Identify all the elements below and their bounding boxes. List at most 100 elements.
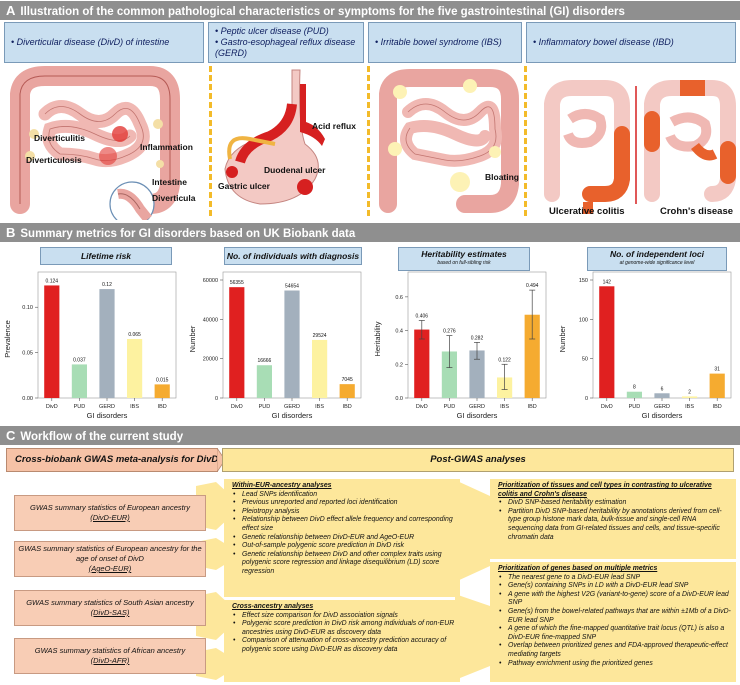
x-tick-label: DivD	[231, 404, 243, 410]
tissue-prioritization: Prioritization of tissues and cell types…	[490, 479, 736, 559]
disorder-box-divd: • Diverticular disease (DivD) of intesti…	[4, 22, 204, 63]
chart-lifetime-risk: 0.000.050.100.124DivD0.037PUD0.12GERD0.0…	[3, 271, 177, 420]
y-axis-label: Heritability	[373, 321, 382, 356]
gi-illustrations	[9, 66, 736, 220]
gwas-text: GWAS summary statistics of African ances…	[34, 646, 186, 655]
data-label: 0.494	[526, 283, 539, 289]
gwas-tag: (DivD-EUR)	[90, 513, 130, 522]
y-tick-label: 0.6	[395, 295, 403, 301]
y-tick-label: 0.00	[22, 396, 33, 402]
y-axis-label: Prevalence	[3, 320, 12, 358]
analysis-list: Lead SNPs identificationPrevious unrepor…	[232, 491, 455, 577]
x-tick-label: IBD	[528, 404, 537, 410]
analysis-item: Overlap between prioritized genes and FD…	[498, 642, 731, 659]
analysis-item: Lead SNPs identification	[232, 491, 455, 500]
section-title: Workflow of the current study	[20, 431, 184, 443]
gwas-tag: (DivD-AFR)	[90, 656, 130, 665]
metric-header-lifetime-risk: Lifetime risk	[40, 247, 172, 265]
gwas-text: GWAS summary statistics of South Asian a…	[26, 598, 194, 607]
data-label: 142	[603, 279, 612, 285]
divd-colon-illustration	[9, 66, 180, 220]
y-tick-label: 150	[579, 278, 588, 284]
x-tick-label: IBD	[343, 404, 352, 410]
gwas-box-ageo-eur: GWAS summary statistics of European ance…	[14, 541, 206, 577]
metric-header-individuals: No. of individuals with diagnosis	[224, 247, 362, 265]
data-label: 2	[688, 389, 691, 395]
label-inflammation: Inflammation	[140, 142, 193, 152]
data-label: 0.015	[156, 377, 169, 383]
analysis-item: Out-of-sample polygenic score prediction…	[232, 542, 455, 551]
analysis-item: A gene of which the fine-mapped quantita…	[498, 625, 731, 642]
gwas-tag: (DivD-SAS)	[90, 608, 130, 617]
gwas-tag: (AgeO-EUR)	[88, 564, 132, 573]
stomach-illustration	[224, 69, 325, 205]
gwas-box-divd-eur: GWAS summary statistics of European ance…	[14, 495, 206, 531]
x-tick-label: PUD	[629, 404, 641, 410]
disorder-line: • Gastro-esophageal reflux disease	[215, 37, 356, 47]
data-label: 8	[633, 385, 636, 391]
divider	[209, 66, 212, 216]
x-tick-label: PUD	[74, 404, 86, 410]
x-tick-label: DivD	[416, 404, 428, 410]
x-tick-label: IBS	[500, 404, 509, 410]
divider	[367, 66, 370, 216]
metric-title: No. of individuals with diagnosis	[226, 251, 360, 261]
analysis-item: Effect size comparison for DivD associat…	[232, 612, 455, 621]
bar	[312, 339, 328, 398]
label-diverticulosis: Diverticulosis	[26, 155, 82, 165]
crohns-illustration	[644, 80, 736, 202]
metric-title: Lifetime risk	[80, 251, 132, 261]
disorder-box-ibd: • Inflammatory bowel disease (IBD)	[526, 22, 736, 63]
analysis-heading: Prioritization of genes based on multipl…	[498, 565, 658, 572]
disorder-box-ibs: • Irritable bowel syndrome (IBS)	[368, 22, 522, 63]
within-eur-analyses: Within-EUR-ancestry analyses Lead SNPs i…	[224, 479, 460, 597]
y-tick-label: 0.0	[395, 396, 403, 402]
analysis-item: Genetic relationship between DivD-EUR an…	[232, 534, 455, 543]
bar	[44, 285, 60, 398]
x-tick-label: IBS	[685, 404, 694, 410]
bar	[154, 384, 170, 398]
metric-subtitle: at genome-wide significance level	[619, 260, 695, 266]
analysis-item: The nearest gene to a DivD-EUR lead SNP	[498, 574, 731, 583]
cross-ancestry-analyses: Cross-ancestry analyses Effect size comp…	[224, 600, 460, 682]
gene-prioritization: Prioritization of genes based on multipl…	[490, 562, 736, 682]
metric-title: No. of independent loci	[610, 249, 704, 259]
analysis-heading: Cross-ancestry analyses	[232, 603, 314, 610]
bar	[414, 329, 430, 398]
label-duodenal-ulcer: Duodenal ulcer	[264, 165, 326, 175]
analysis-item: Partition DivD SNP-based heritability by…	[498, 508, 731, 542]
bar	[99, 289, 115, 398]
x-axis-label: GI disorders	[272, 411, 313, 420]
y-tick-label: 0.10	[22, 305, 33, 311]
data-label: 0.124	[46, 278, 59, 284]
analysis-heading: Prioritization of tissues and cell types…	[498, 482, 712, 498]
y-tick-label: 0.05	[22, 351, 33, 357]
y-tick-label: 100	[579, 317, 588, 323]
analysis-item: DivD SNP-based heritability estimation	[498, 499, 731, 508]
bar	[626, 391, 642, 398]
section-letter: A	[6, 3, 16, 18]
bar	[469, 350, 485, 398]
bar	[71, 364, 87, 398]
label-gastric-ulcer: Gastric ulcer	[218, 181, 270, 191]
workflow-arrows	[196, 480, 490, 680]
analysis-item: Relationship between DivD effect allele …	[232, 516, 455, 533]
x-tick-label: PUD	[259, 404, 271, 410]
gwas-text: GWAS summary statistics of European ance…	[30, 503, 190, 512]
label-ulcerative-colitis: Ulcerative colitis	[549, 206, 625, 217]
label-acid-reflux: Acid reflux	[312, 121, 356, 131]
x-tick-label: GERD	[469, 404, 485, 410]
ulcerative-colitis-illustration	[544, 80, 630, 214]
data-label: 7045	[342, 377, 353, 383]
disorder-line: • Inflammatory bowel disease (IBD)	[533, 37, 674, 47]
disorder-line: • Diverticular disease (DivD) of intesti…	[11, 37, 170, 47]
bar	[229, 287, 245, 398]
y-tick-label: 0	[215, 396, 218, 402]
metric-title: Heritability estimates	[421, 249, 507, 259]
label-diverticula: Diverticula	[152, 193, 196, 203]
data-label: 16666	[257, 358, 271, 364]
analysis-item: Previous unreported and reported loci id…	[232, 499, 455, 508]
data-label: 6	[661, 386, 664, 392]
